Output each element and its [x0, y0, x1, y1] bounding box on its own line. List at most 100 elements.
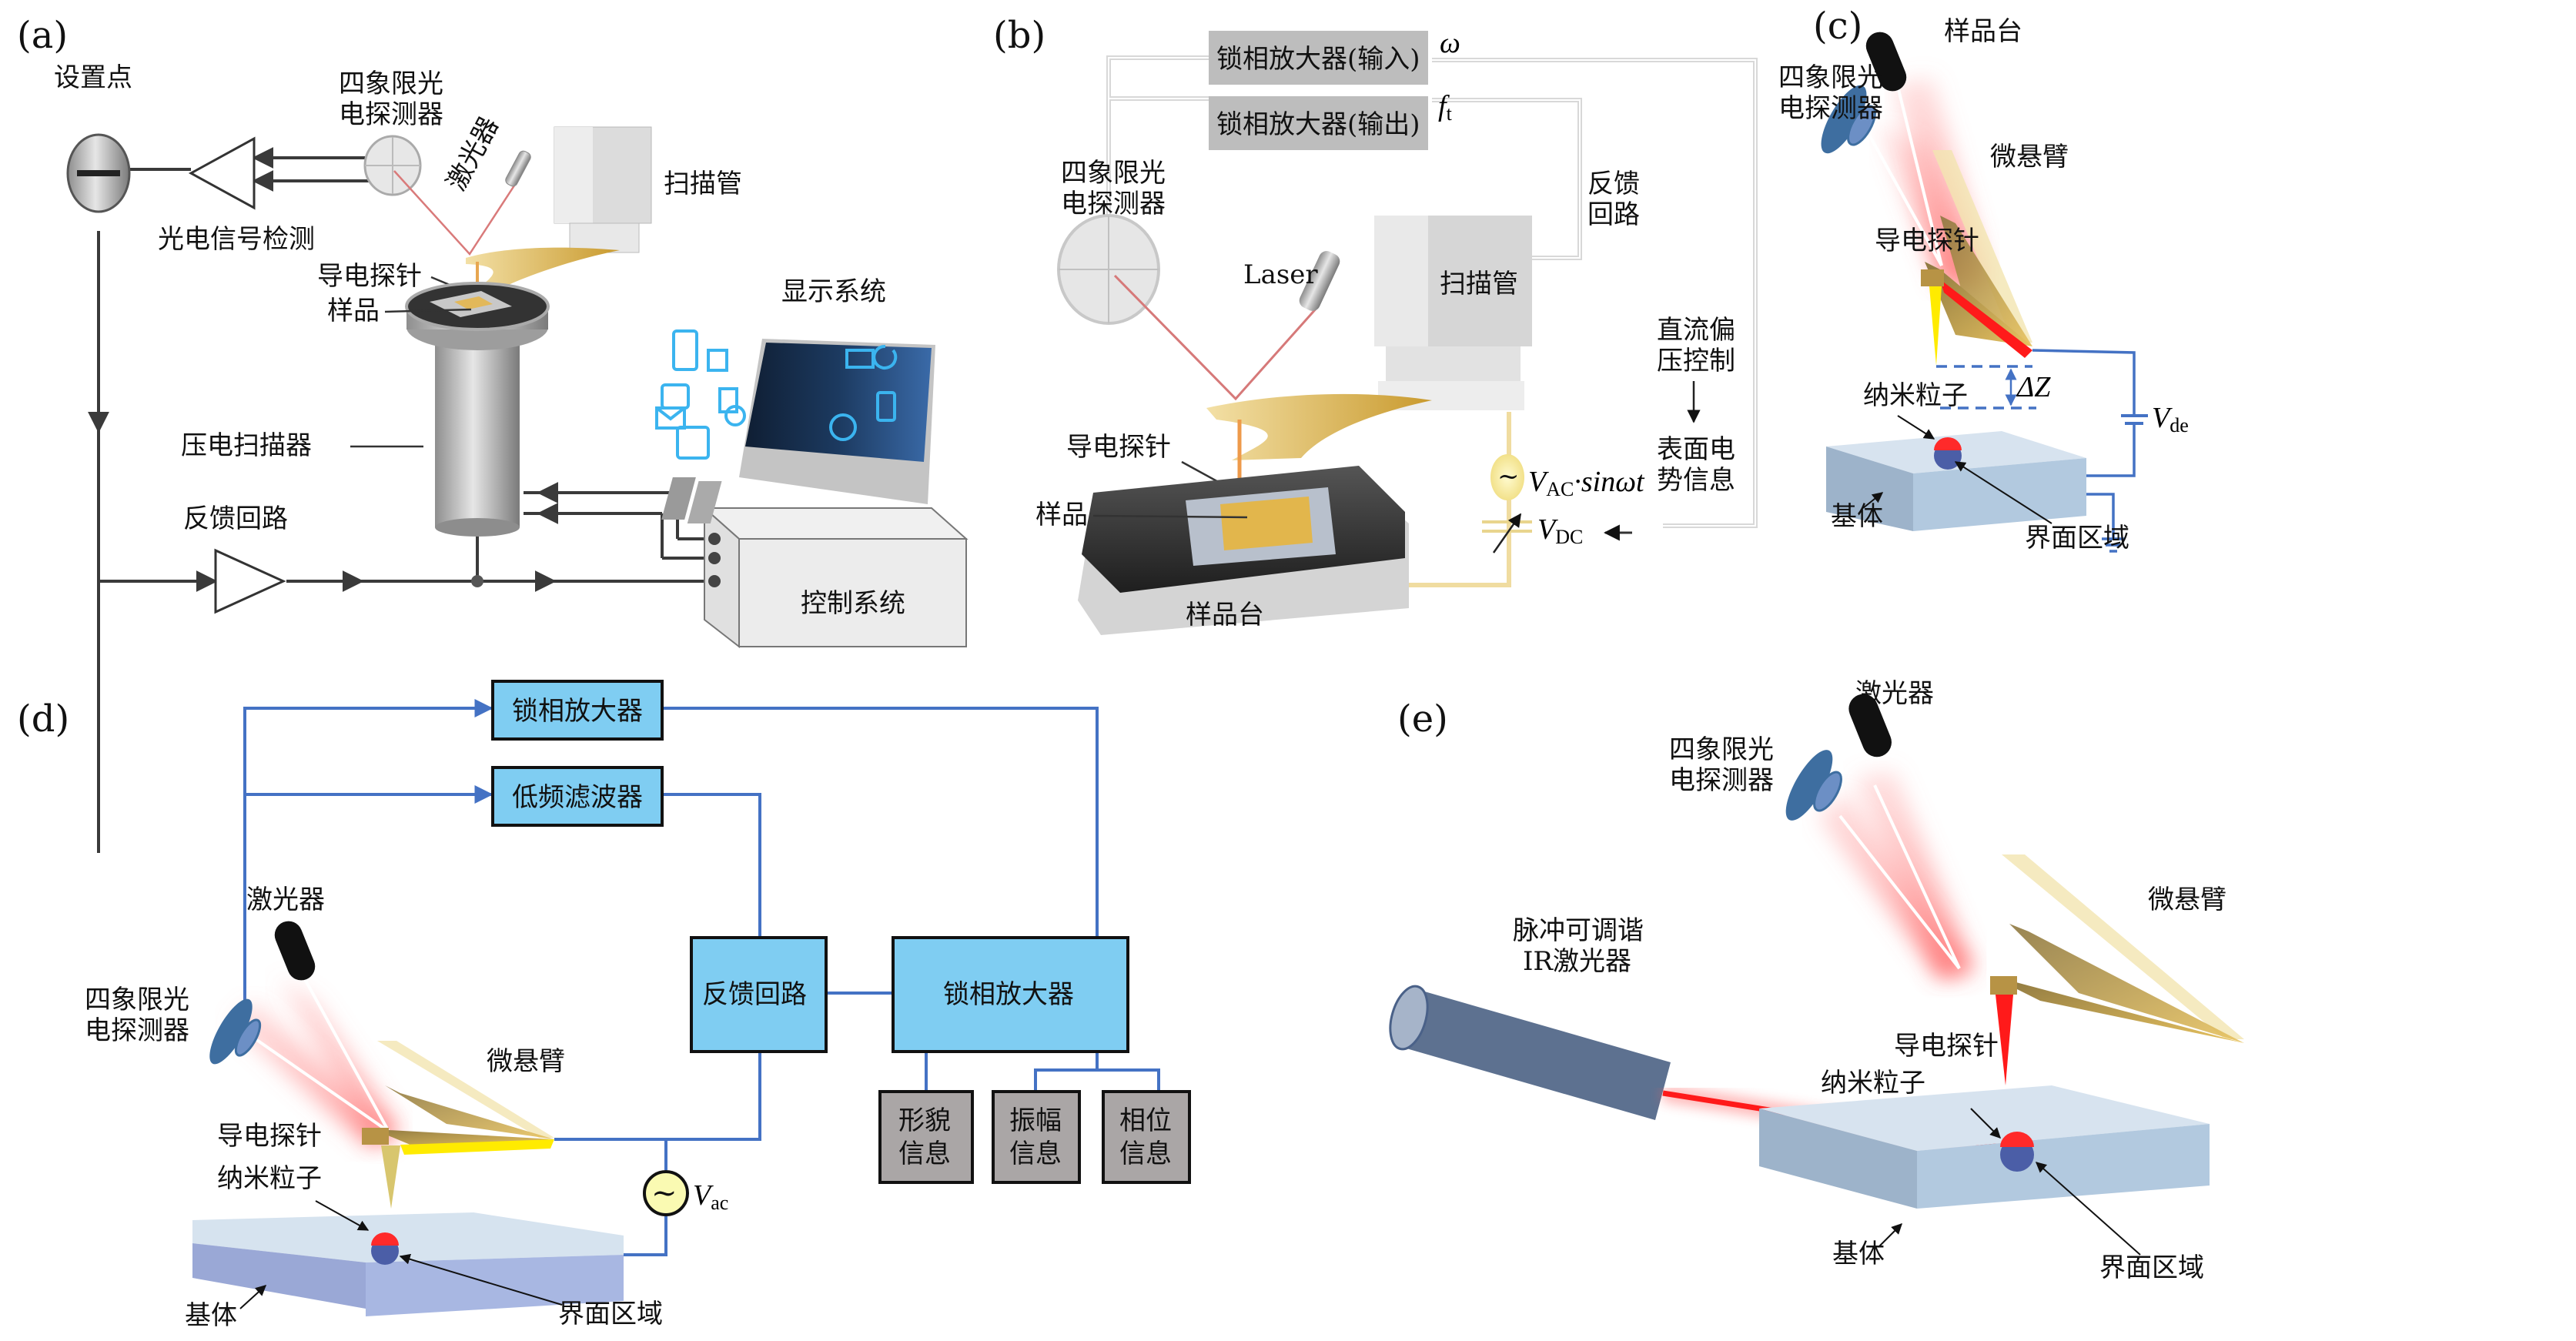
panel-a-wires — [88, 139, 714, 853]
lockin-top-label: 锁相放大器 — [512, 696, 643, 727]
laser-beam-glow — [277, 978, 400, 1147]
qpd-detector-icon — [1821, 85, 1867, 154]
nanoparticle-icon — [371, 1232, 399, 1246]
probe-tip — [1996, 995, 2013, 1085]
lowpass-label: 低频滤波器 — [512, 782, 643, 813]
interface-label: 界面区域 — [2099, 1252, 2204, 1283]
feedback-amplifier-icon — [214, 548, 286, 614]
qpd-detector-icon — [1785, 750, 1833, 821]
junction-dot — [471, 575, 483, 587]
cantilever-label: 微悬臂 — [487, 1046, 565, 1077]
capacitor-icon — [1482, 513, 1532, 553]
substrate-label: 基体 — [1832, 1239, 1885, 1269]
ir-laser-icon — [1389, 985, 1671, 1120]
lockin-output-box — [1209, 96, 1428, 150]
lockin-amplifier-top-box: 锁相放大器 — [491, 680, 664, 741]
amp-label-line1: 振幅 — [1009, 1105, 1062, 1136]
stage-label: 样品台 — [1944, 16, 2022, 47]
substrate-label: 基体 — [185, 1300, 237, 1331]
dc-control-label-line1: 直流偏 — [1657, 315, 1735, 346]
substrate-block — [192, 1212, 624, 1316]
qpd-detector-icon — [209, 998, 253, 1065]
scan-tube-label: 扫描管 — [1440, 269, 1518, 299]
feedback-label: 反馈回路 — [183, 503, 288, 534]
scan-tube-icon — [554, 126, 652, 253]
surface-info-label-line1: 表面电 — [1657, 434, 1735, 465]
setpoint-label: 设置点 — [54, 62, 132, 93]
display-label: 显示系统 — [781, 276, 886, 307]
laser-beam — [393, 170, 517, 256]
vac-main: V — [1528, 466, 1549, 498]
substrate-block — [1759, 1085, 2210, 1209]
phase-label-line2: 信息 — [1119, 1139, 1172, 1169]
qpd-label-line1: 四象限光 — [1669, 734, 1774, 765]
panel-b-tag: (b) — [993, 14, 1045, 57]
amplitude-info-box: 振幅 信息 — [992, 1090, 1081, 1184]
phase-label-line1: 相位 — [1119, 1105, 1172, 1136]
laser-source-icon — [1299, 251, 1340, 311]
ft-sub: t — [1447, 102, 1453, 125]
feedback-label-line1: 反馈 — [1587, 169, 1640, 199]
cantilever-icon — [1921, 150, 2032, 358]
vac-sub: AC — [1546, 478, 1574, 500]
dc-control-label-line2: 压控制 — [1657, 346, 1735, 376]
ac-source-icon — [643, 1170, 689, 1216]
probe-label: 导电探针 — [217, 1121, 322, 1152]
scan-tube-label: 扫描管 — [664, 169, 742, 199]
photo-signal-label: 光电信号检测 — [158, 224, 315, 255]
display-monitor-icon — [655, 329, 935, 523]
feedback-label-line2: 回路 — [1587, 199, 1640, 230]
ft-label: ft — [1438, 90, 1453, 125]
ir-label-line2: IR激光器 — [1523, 946, 1631, 977]
probe-label: 导电探针 — [317, 261, 422, 292]
topo-label-line2: 信息 — [898, 1139, 951, 1169]
nanoparticle-icon — [2000, 1132, 2034, 1147]
topo-label-line1: 形貌 — [898, 1105, 951, 1136]
nanoparticle-label: 纳米粒子 — [1821, 1068, 1925, 1099]
amp-label-line2: 信息 — [1009, 1139, 1062, 1169]
panel-b: (b) 锁相放大器(输入) ω 锁相放大器(输出) ft 四象限光 电探测器 L… — [993, 14, 1758, 635]
probe-label: 导电探针 — [1875, 226, 1979, 256]
panel-e: (e) 激光器 四象限光 电探测器 微悬臂 导电探针 脉冲可调谐 IR激光器 — [1389, 678, 2244, 1283]
sample-label: 样品 — [1035, 500, 1088, 530]
probe-label: 导电探针 — [1066, 432, 1171, 463]
vde-label: Vde — [2152, 402, 2189, 436]
vac-rest: ·sinωt — [1574, 466, 1645, 498]
cantilever-icon — [1990, 854, 2244, 1043]
piezo-label: 压电扫描器 — [181, 430, 312, 461]
feedback-label: 反馈回路 — [702, 979, 807, 1010]
laser-source-icon — [505, 150, 531, 187]
vac-label: VAC·sinωt — [1528, 466, 1645, 500]
lockin-input-label: 锁相放大器(输入) — [1216, 44, 1420, 75]
cantilever-icon — [362, 1041, 554, 1155]
nanoparticle-label: 纳米粒子 — [217, 1163, 322, 1194]
substrate-label: 基体 — [1831, 501, 1883, 532]
lowpass-filter-box: 低频滤波器 — [491, 766, 664, 827]
laser-label: 激光器 — [441, 112, 505, 196]
sample-stage-icon — [1078, 466, 1409, 635]
vac-sub: ac — [711, 1192, 728, 1214]
qpd-label-line1: 四象限光 — [1061, 158, 1166, 189]
panel-c: (c) 样品台 四象限光 电探测器 微悬臂 导电探针 ΔZ — [1778, 5, 2189, 553]
qpd-label-line2: 电探测器 — [1778, 93, 1883, 124]
vac-main: V — [693, 1179, 714, 1212]
qpd-label-line1: 四象限光 — [85, 985, 189, 1015]
laser-label: 激光器 — [246, 885, 325, 915]
circuit-wire — [2032, 349, 2136, 416]
vdc-label: VDC — [1537, 513, 1583, 548]
ac-symbol: ~ — [1497, 461, 1520, 492]
qpd-label-line2: 电探测器 — [1669, 765, 1774, 796]
vde-sub: de — [2170, 414, 2189, 436]
nanoparticle-label: 纳米粒子 — [1863, 380, 1968, 411]
laser-source-icon — [1865, 32, 1907, 92]
vdc-sub: DC — [1555, 526, 1583, 548]
delta-z-label: ΔZ — [2016, 371, 2051, 403]
ac-symbol: ~ — [651, 1175, 677, 1211]
panel-a: (a) 设置点 — [17, 14, 969, 853]
probe-tip — [381, 1145, 400, 1209]
stage-label: 样品台 — [1186, 600, 1264, 630]
omega-label: ω — [1440, 27, 1460, 59]
phase-info-box: 相位 信息 — [1102, 1090, 1191, 1184]
interface-label: 界面区域 — [558, 1299, 663, 1329]
